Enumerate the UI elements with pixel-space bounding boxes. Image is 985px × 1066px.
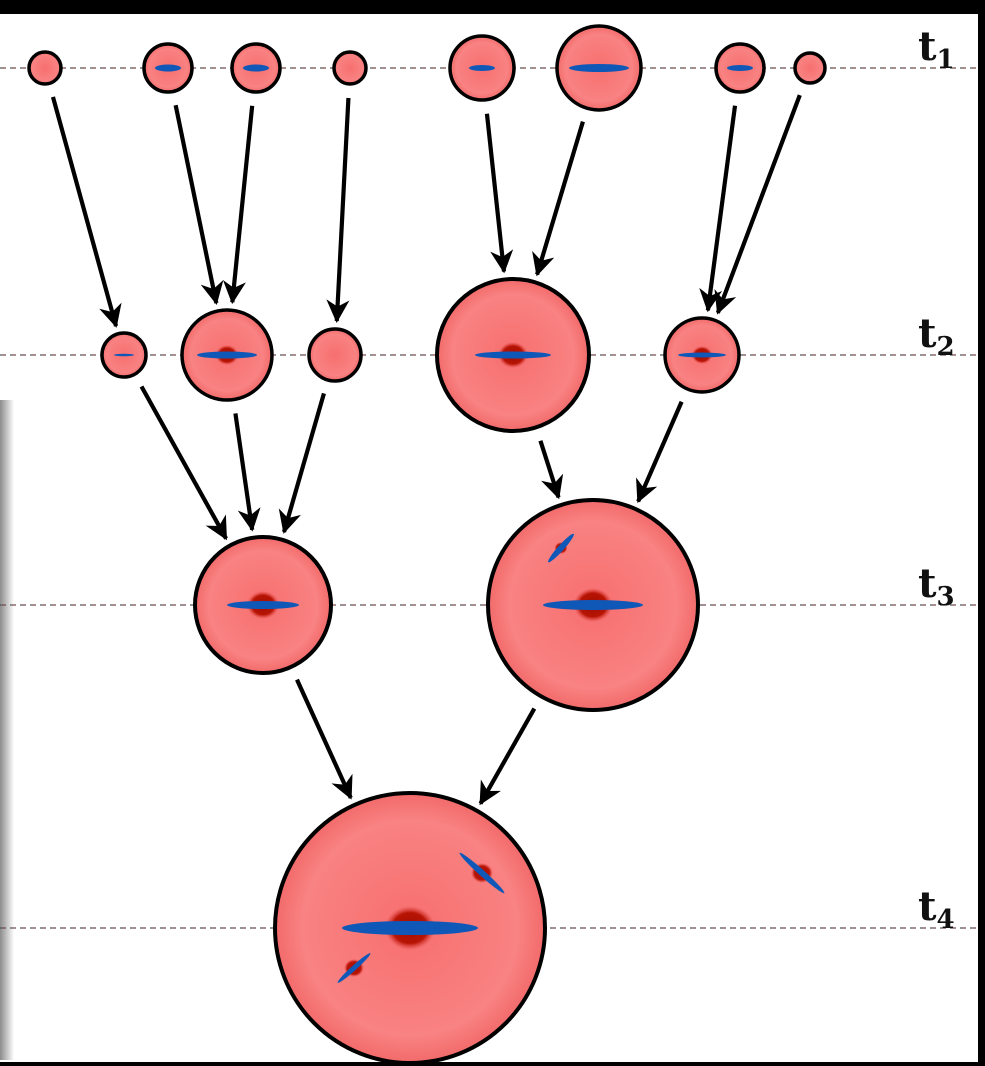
galaxy-disk [227, 601, 299, 609]
merger-arrow-t2-h3-to-t3-h1 [278, 392, 326, 534]
satellite-disk-2 [337, 953, 371, 983]
time-label-t1: t1 [918, 23, 955, 75]
satellite-disk-1 [459, 852, 505, 894]
galaxy-disk [155, 64, 181, 72]
time-label-t2: t2 [918, 310, 955, 362]
galaxy-disk [114, 353, 134, 357]
merger-arrows [50, 94, 802, 806]
merger-arrow-t2-h1-to-t3-h1 [139, 385, 228, 541]
halo-circle [307, 327, 363, 383]
merger-arrow-t2-h4-to-t3-h2 [538, 440, 564, 500]
satellite-disk-1 [548, 533, 574, 563]
halo-t2-h3 [307, 327, 363, 383]
time-labels: t1 t2 t3 t4 [918, 23, 955, 935]
halo-t1-h1 [27, 50, 63, 86]
halos [27, 24, 827, 1065]
halo-t1-h8 [793, 51, 827, 85]
halo-t1-h2 [142, 42, 194, 94]
merger-arrow-t2-h2-to-t3-h1 [233, 413, 261, 532]
halo-t1-h7 [714, 42, 766, 94]
halo-t2-h1 [100, 331, 148, 379]
galaxy-disk [727, 65, 753, 71]
merger-arrow-t1-h5-to-t2-h4 [484, 113, 514, 274]
time-label-t3: t3 [918, 560, 955, 612]
merger-arrow-t1-h7-to-t2-h5 [699, 105, 738, 313]
merger-arrow-t1-h4-to-t2-h3 [326, 97, 351, 323]
galaxy-disk [475, 351, 551, 359]
galaxy-disk [678, 352, 726, 358]
merger-arrow-t1-h3-to-t2-h2 [222, 105, 255, 305]
halo-t2-h2 [180, 308, 274, 402]
timelines [0, 67, 978, 929]
galaxy-disk [243, 64, 269, 72]
halo-t3-h1 [193, 535, 333, 675]
halo-t1-h6 [555, 24, 643, 112]
halo-circle [332, 50, 368, 86]
merger-arrow-t1-h1-to-t2-h1 [50, 96, 122, 328]
merger-arrow-t1-h8-to-t2-h5 [714, 94, 802, 315]
page-edge-shadow [0, 400, 14, 1060]
halo-t3-h2 [486, 498, 700, 712]
galaxy-disk [197, 351, 257, 359]
merger-arrow-t3-h1-to-t4-h1 [295, 678, 353, 800]
merger-arrow-t2-h5-to-t3-h2 [636, 400, 684, 504]
halo-t1-h5 [448, 34, 516, 102]
galaxy-disk [469, 65, 495, 71]
galaxy-disk [543, 600, 643, 610]
halo-t2-h4 [435, 277, 591, 433]
halo-t4-h1 [273, 791, 547, 1065]
halo-circle [793, 51, 827, 85]
galaxy-disk [342, 921, 478, 935]
halo-t2-h5 [663, 316, 741, 394]
time-label-t4: t4 [918, 883, 955, 935]
halo-t1-h3 [230, 42, 282, 94]
merger-arrow-t3-h2-to-t4-h1 [478, 707, 537, 806]
halo-t1-h4 [332, 50, 368, 86]
galaxy-disk [569, 64, 629, 72]
merger-arrow-t1-h6-to-t2-h4 [532, 121, 585, 277]
halo-circle [27, 50, 63, 86]
merger-arrow-t1-h2-to-t2-h2 [173, 104, 224, 305]
